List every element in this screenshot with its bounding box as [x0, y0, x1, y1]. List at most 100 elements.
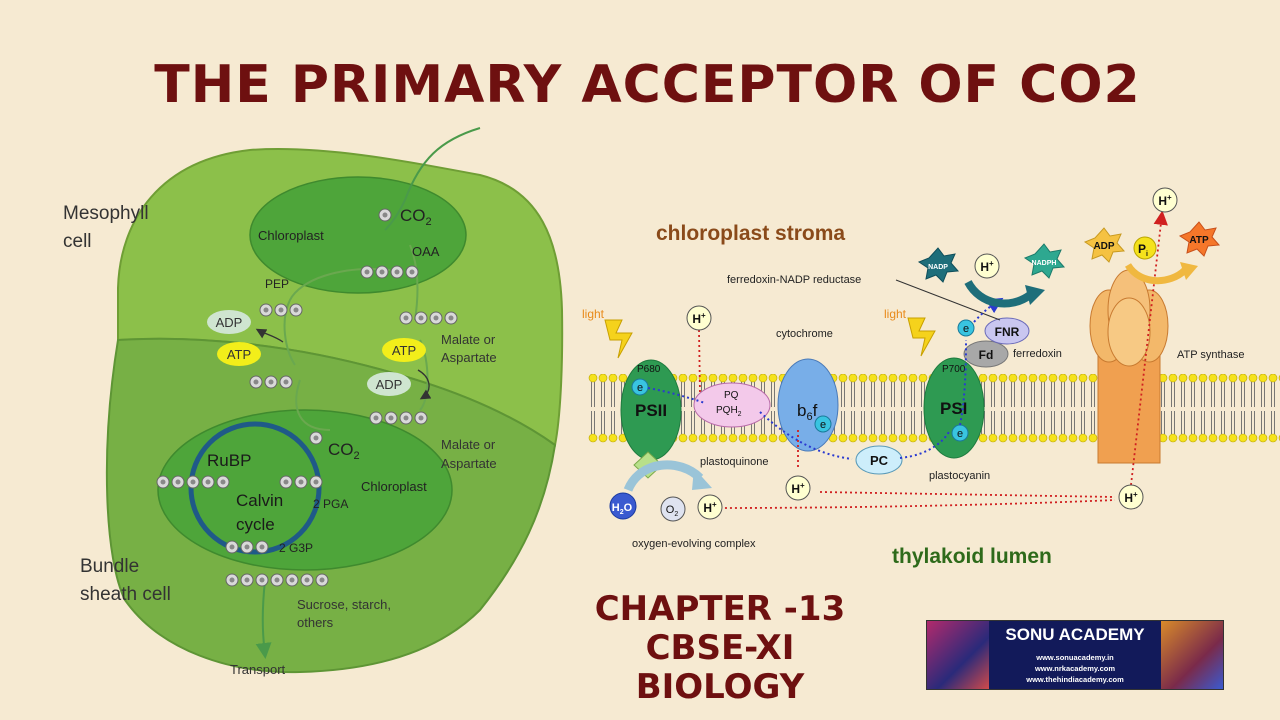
- calvin-label-1: Calvin: [236, 491, 283, 510]
- water-label: H: [612, 502, 620, 514]
- rubp-label: RuBP: [207, 451, 251, 470]
- atp-left-badge: [217, 342, 261, 366]
- academy-url-1: www.sonuacademy.in: [1036, 653, 1114, 662]
- oaa-carbons: [360, 265, 419, 279]
- mesophyll-label-1: Mesophyll: [63, 203, 149, 224]
- pga-carbons: [279, 475, 323, 489]
- adp-right-badge: [367, 372, 411, 396]
- atp-right-label: ATP: [392, 343, 416, 358]
- chloroplast-bottom-label: Chloroplast: [361, 479, 427, 494]
- b6f-subscript: 6: [806, 411, 812, 423]
- presenter-photo-right: [1161, 621, 1223, 689]
- phosphate-label: P: [1138, 242, 1146, 256]
- co2-top-label: CO: [400, 206, 426, 225]
- proton-icon: [686, 305, 712, 331]
- electron-icon: [631, 378, 649, 396]
- fd-protein: [963, 340, 1009, 368]
- atp-right-badge: [382, 338, 426, 362]
- atp-synthase-stalk: [1097, 354, 1161, 464]
- p680-label: P680: [637, 364, 661, 375]
- g3p-label: 2 G3P: [279, 541, 313, 555]
- chapter-line-2: CBSE-XI: [645, 628, 795, 668]
- stroma-label: chloroplast stroma: [656, 222, 845, 245]
- svg-text:H+: H+: [1124, 490, 1138, 505]
- svg-text:H2O: H2O: [612, 502, 633, 516]
- transport-arrow: [255, 579, 272, 659]
- water-icon: [609, 492, 637, 520]
- atp-synthase-label: ATP synthase: [1177, 349, 1244, 361]
- fnr-name-label: ferredoxin-NADP reductase: [727, 274, 861, 286]
- pep-carbons: [259, 303, 303, 317]
- malate-top-carbons: [399, 311, 458, 325]
- proton-label-3: H: [703, 501, 712, 515]
- proton-icon: [697, 494, 723, 520]
- malate-bottom-label-1: Malate or: [441, 437, 496, 452]
- adp-right-label: ADP: [376, 377, 403, 392]
- light-label-psi: light: [884, 307, 907, 321]
- sucrose-label-1: Sucrose, starch,: [297, 597, 391, 612]
- proton-icon: [1152, 187, 1178, 213]
- atp-star-icon: [1178, 221, 1221, 257]
- co2-bottom-subscript: 2: [354, 450, 360, 462]
- pyruvate-carbons: [249, 375, 293, 389]
- plastocyanin-label: plastocyanin: [929, 470, 990, 482]
- mesophyll-label-2: cell: [63, 231, 92, 252]
- svg-text:CO2: CO2: [328, 440, 360, 462]
- proton-icon: [785, 475, 811, 501]
- psi-complex: [923, 357, 985, 459]
- academy-url-3: www.thehindiacademy.com: [1026, 675, 1124, 684]
- pq-pool: [693, 382, 771, 428]
- lumen-label: thylakoid lumen: [892, 545, 1052, 568]
- chapter-line-1: CHAPTER -13: [594, 589, 846, 629]
- ferredoxin-label: ferredoxin: [1013, 348, 1062, 360]
- svg-text:PQH2: PQH2: [716, 405, 742, 418]
- fnr-enzyme: [984, 317, 1030, 345]
- svg-text:H+: H+: [791, 481, 805, 496]
- electron-label-psi: e: [957, 428, 963, 440]
- svg-text:O2: O2: [666, 504, 679, 518]
- psii-label: PSII: [635, 401, 667, 420]
- g3p-carbons: [225, 540, 269, 554]
- chapter-block: CHAPTER -13 CBSE-XI BIOLOGY: [560, 590, 880, 707]
- nadp-star-icon: [917, 247, 960, 283]
- pq-label: PQ: [724, 390, 739, 401]
- svg-text:CO2: CO2: [400, 206, 432, 228]
- proton-label-1: H: [692, 312, 701, 326]
- svg-text:Pi: Pi: [1138, 242, 1148, 258]
- lightning-icon: [907, 317, 936, 357]
- presenter-photo-left: [927, 621, 989, 689]
- oec-label: oxygen-evolving complex: [632, 538, 756, 550]
- malate-top-label-2: Aspartate: [441, 350, 497, 365]
- proton-label-2: H: [791, 482, 800, 496]
- p700-label: P700: [942, 364, 966, 375]
- proton-icon: [1118, 484, 1144, 510]
- fnr-label: FNR: [995, 325, 1020, 339]
- co2-entry-arrow: [384, 127, 481, 231]
- psi-label: PSI: [940, 399, 967, 418]
- c4-pathway-diagram: Mesophyll cell Bundle sheath cell CO2 Ch…: [63, 127, 564, 677]
- adp-left-badge: [207, 310, 251, 334]
- bundle-label-2: sheath cell: [80, 584, 171, 605]
- cytochrome-label: cytochrome: [776, 328, 833, 340]
- fd-label: Fd: [979, 348, 994, 362]
- electron-icon: [814, 415, 832, 433]
- malate-bottom-carbons: [369, 411, 428, 425]
- electron-label-b6f: e: [820, 419, 826, 431]
- co2-bottom-molecule: CO2: [309, 431, 360, 462]
- transport-label: Transport: [230, 662, 286, 677]
- svg-text:b6f: b6f: [797, 401, 818, 423]
- electron-icon: [957, 319, 975, 337]
- electron-label-fd: e: [963, 323, 969, 335]
- rubp-carbons: [156, 475, 230, 489]
- lightning-icon: [604, 319, 633, 359]
- adp-left-label: ADP: [216, 315, 243, 330]
- nadph-label: NADPH: [1032, 260, 1057, 267]
- pc-protein: [855, 445, 903, 475]
- malate-bottom-label-2: Aspartate: [441, 456, 497, 471]
- oxygen-icon: [660, 496, 686, 522]
- atp-synthesis-arrow: [1125, 262, 1188, 285]
- co2-bottom-label: CO: [328, 440, 354, 459]
- water-split-arrow: [623, 460, 704, 493]
- svg-text:H+: H+: [703, 500, 717, 515]
